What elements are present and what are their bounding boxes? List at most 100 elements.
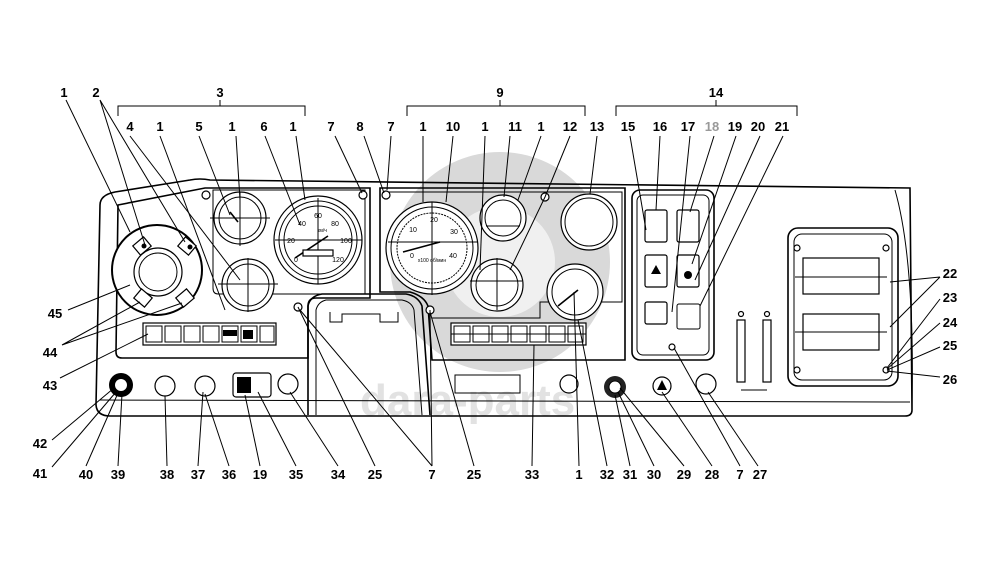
callout: 1 [289, 119, 296, 134]
callout: 32 [600, 467, 614, 482]
callout: 1 [419, 119, 426, 134]
callout: 27 [753, 467, 767, 482]
callout: 1 [537, 119, 544, 134]
control-levers[interactable] [736, 310, 772, 391]
callout: 8 [356, 119, 363, 134]
switch-icon [684, 271, 692, 279]
callout: 25 [467, 467, 481, 482]
fuse-block-upper [802, 257, 880, 295]
warning-light-strip-center [450, 322, 587, 346]
hazard-icon [651, 265, 661, 274]
group-brackets: 3 9 14 [117, 85, 798, 116]
left-instrument-panel: 0 20 40 60 80 100 120 км/ч [111, 187, 371, 359]
indicator-lamp [176, 236, 198, 256]
callout: 41 [33, 466, 47, 481]
callouts-right: 22 23 24 25 26 [943, 266, 958, 387]
callout: 1 [481, 119, 488, 134]
knob-34[interactable] [277, 373, 299, 395]
callout: 16 [653, 119, 667, 134]
callout: 45 [48, 306, 62, 321]
callouts-bottom: 40 39 38 37 36 19 35 34 25 7 25 33 1 32 … [79, 467, 767, 482]
gauge-12 [470, 258, 524, 312]
blank-switch-slot [676, 303, 701, 330]
tach-tick: 40 [449, 253, 457, 260]
callout: 19 [253, 467, 267, 482]
callouts-left: 45 44 43 42 41 [33, 306, 62, 481]
callout: 5 [195, 119, 202, 134]
indicator-lamp [174, 288, 196, 308]
tach-tick: 0 [410, 253, 414, 260]
tachometer: 0 10 20 30 40 x100 об/мин [385, 201, 479, 295]
callout: 2 [92, 85, 99, 100]
leader-lines [51, 99, 941, 468]
plate [454, 374, 521, 394]
tach-tick: 30 [450, 229, 458, 236]
screw [201, 190, 211, 200]
callout: 22 [943, 266, 957, 281]
callout: 37 [191, 467, 205, 482]
callout: 26 [943, 372, 957, 387]
callout: 1 [228, 119, 235, 134]
gauge-5 [210, 191, 270, 246]
callout: 11 [508, 119, 522, 134]
switch-panel [631, 189, 715, 361]
headlight-switch[interactable] [676, 209, 700, 243]
switch-n[interactable] [559, 374, 579, 394]
screw [668, 343, 676, 351]
screw [358, 190, 368, 200]
speed-tick: 80 [331, 221, 339, 228]
bracket-label: 3 [216, 85, 223, 100]
tach-tick: 20 [430, 217, 438, 224]
gauge-4 [218, 258, 278, 312]
speedometer: 0 20 40 60 80 100 120 км/ч [273, 195, 363, 285]
blank-gauge-13 [560, 193, 618, 251]
callout: 1 [60, 85, 67, 100]
callout: 20 [751, 119, 765, 134]
callout: 6 [260, 119, 267, 134]
callout: 1 [156, 119, 163, 134]
speed-tick: 20 [287, 238, 295, 245]
speed-tick: 120 [332, 257, 344, 264]
center-instrument-panel: 0 10 20 30 40 x100 об/мин [379, 187, 626, 361]
callout: 40 [79, 467, 93, 482]
callout: 4 [126, 119, 134, 134]
callouts-top: 1 2 4 1 5 1 6 1 7 8 7 1 10 1 11 1 12 13 … [60, 85, 789, 134]
callout: 10 [446, 119, 460, 134]
callout: 17 [681, 119, 695, 134]
speed-tick: 100 [340, 238, 352, 245]
callout: 38 [160, 467, 174, 482]
callout: 25 [943, 338, 957, 353]
callout: 7 [736, 467, 743, 482]
callout: 30 [647, 467, 661, 482]
callout: 1 [575, 467, 582, 482]
switch-17[interactable] [644, 301, 668, 325]
callout: 19 [728, 119, 742, 134]
callout: 15 [621, 119, 635, 134]
callout: 39 [111, 467, 125, 482]
bracket-label: 9 [496, 85, 503, 100]
callout: 23 [943, 290, 957, 305]
knob-36[interactable] [194, 375, 216, 397]
callout: 34 [331, 467, 346, 482]
warning-light-strip-left [142, 322, 277, 346]
speed-unit: км/ч [317, 228, 327, 234]
knob-38[interactable] [154, 375, 176, 397]
tach-tick: 10 [409, 227, 417, 234]
switch-27[interactable] [695, 373, 717, 395]
bracket-label: 14 [709, 85, 724, 100]
callout: 7 [428, 467, 435, 482]
callout-highlighted: 18 [705, 119, 719, 134]
lower-controls [109, 372, 717, 398]
callout: 24 [943, 315, 958, 330]
callout: 12 [563, 119, 577, 134]
callout: 33 [525, 467, 539, 482]
callout: 29 [677, 467, 691, 482]
callout: 25 [368, 467, 382, 482]
callout: 44 [43, 345, 58, 360]
callout: 43 [43, 378, 57, 393]
speed-tick: 40 [298, 221, 306, 228]
rocker-switch-16[interactable] [644, 209, 668, 243]
callout: 36 [222, 467, 236, 482]
callout: 31 [623, 467, 637, 482]
steering-column-cutout [307, 293, 431, 416]
